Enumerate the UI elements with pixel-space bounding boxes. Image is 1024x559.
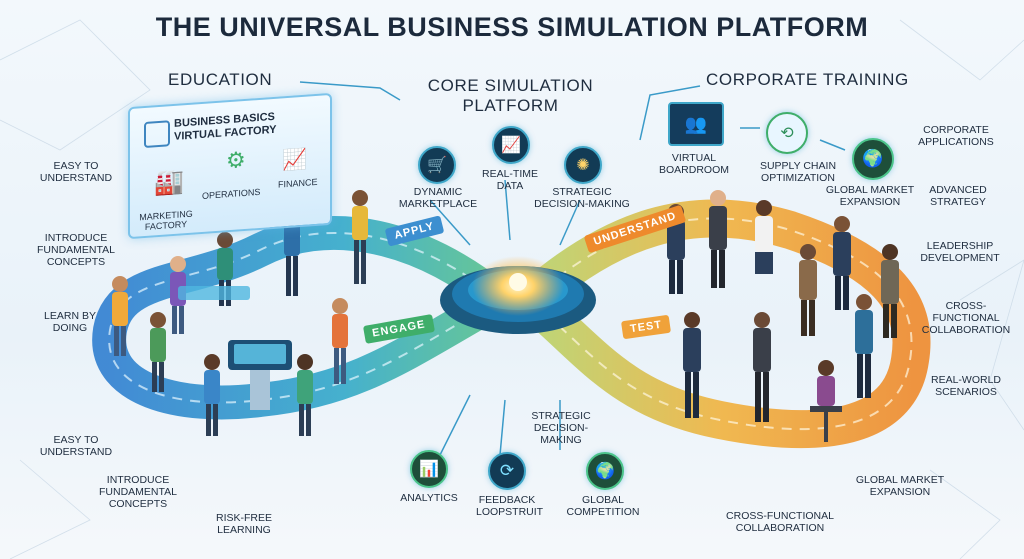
label-easy-to-understand: EASY TO UNDERSTAND: [39, 160, 113, 184]
label-corporate-applications: CORPORATE APPLICATIONS: [918, 124, 994, 148]
section-core: CORE SIMULATION PLATFORM: [427, 76, 594, 115]
label-leadership-development: LEADERSHIP DEVELOPMENT: [920, 240, 1000, 264]
label-risk-free-learning: RISK-FREE LEARNING: [215, 512, 272, 536]
cart-icon: 🛒: [418, 146, 456, 184]
analytics-icon: 📊: [410, 450, 448, 488]
virtual-factory-screen: BUSINESS BASICS VIRTUAL FACTORY 🏭 ⚙ 📈 MA…: [128, 92, 332, 240]
professionals: [667, 190, 899, 442]
screen-finance: FINANCE: [278, 176, 318, 190]
label-global-market-2: GLOBAL MARKET EXPANSION: [855, 474, 945, 498]
gear-icon: ⚙: [226, 146, 246, 174]
background-network: [0, 19, 1024, 559]
feedback-loop-icon: ⟳: [488, 452, 526, 490]
label-introduce-concepts-2: INTRODUCE FUNDAMENTAL CONCEPTS: [99, 474, 177, 510]
label-cross-functional-2: CROSS-FUNCTIONAL COLLABORATION: [726, 510, 834, 534]
label-learn-by-doing: LEARN BY DOING: [44, 310, 96, 334]
boardroom-icon: 👥: [668, 102, 724, 146]
globe-icon: 🌍: [586, 452, 624, 490]
badge-icon: [144, 120, 170, 149]
feature-strategic-decision-making-2: STRATEGIC DECISION-MAKING: [531, 410, 591, 446]
label-cross-functional: CROSS-FUNCTIONAL COLLABORATION: [921, 300, 1011, 336]
feature-real-time-data: REAL-TIME DATA: [481, 168, 538, 192]
feature-feedback-loop: FEEDBACK LOOPSTRUIT: [476, 494, 544, 518]
connector-lines: [299, 81, 846, 456]
corporate-global-market: GLOBAL MARKET EXPANSION: [825, 184, 915, 208]
supply-chain-icon: ⟲: [766, 112, 808, 154]
page-title: THE UNIVERSAL BUSINESS SIMULATION PLATFO…: [155, 12, 869, 42]
label-advanced-strategy: ADVANCED STRATEGY: [929, 184, 987, 208]
feature-strategic-decision-making: STRATEGIC DECISION-MAKING: [534, 186, 630, 210]
corporate-supply-chain: SUPPLY CHAIN OPTIMIZATION: [759, 160, 837, 184]
section-corporate: CORPORATE TRAINING: [706, 70, 909, 89]
students: [112, 190, 368, 436]
screen-marketing: MARKETING FACTORY: [139, 208, 193, 232]
bar-chart-icon: 📈: [282, 148, 307, 173]
section-education: EDUCATION: [168, 70, 273, 89]
factory-icon: 🏭: [154, 168, 184, 198]
corporate-virtual-boardroom: VIRTUAL BOARDROOM: [658, 152, 729, 176]
label-introduce-concepts: INTRODUCE FUNDAMENTAL CONCEPTS: [37, 232, 115, 268]
line-chart-icon: 📈: [492, 126, 530, 164]
globe-icon-2: 🌍: [852, 138, 894, 180]
label-easy-to-understand-2: EASY TO UNDERSTAND: [39, 434, 113, 458]
label-real-world-scenarios: REAL-WORLD SCENARIOS: [930, 374, 1001, 398]
network-icon: ✺: [564, 146, 602, 184]
feature-analytics: ANALYTICS: [400, 492, 458, 504]
feature-global-competition: GLOBAL COMPETITION: [566, 494, 640, 518]
screen-operations: OPERATIONS: [202, 186, 261, 201]
feature-dynamic-marketplace: DYNAMIC MARKETPLACE: [398, 186, 478, 210]
core-platform: [440, 256, 596, 334]
